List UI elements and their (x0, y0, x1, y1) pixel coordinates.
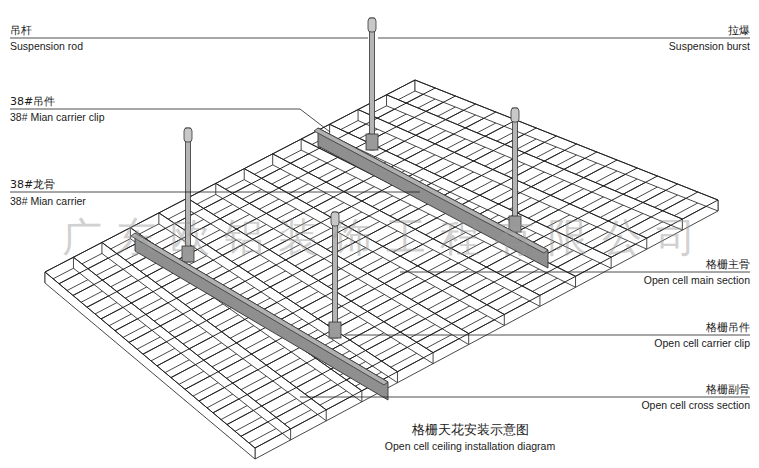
suspension-rods (182, 18, 521, 338)
watermark: 广东欧铝装饰工程有限公司 (62, 214, 710, 260)
grid-edge (171, 152, 597, 378)
grid-edge (199, 168, 637, 401)
grid-slat (387, 95, 683, 230)
suspension-rod (370, 18, 375, 150)
part-name: Open cell main section (644, 274, 750, 287)
grid-edge (213, 176, 657, 413)
grid-edge (73, 257, 290, 429)
caption: 格栅天花安装示意图 (412, 422, 529, 438)
leader-line (400, 272, 750, 273)
part-name: Open cell carrier clip (654, 337, 750, 350)
leader-line (10, 109, 330, 132)
grid-edge (185, 160, 617, 389)
part-name: Suspension rod (10, 40, 83, 53)
part-name: 38#龙骨 (10, 178, 55, 191)
expansion-bolt (184, 128, 192, 142)
expansion-bolt (368, 18, 376, 32)
grid-edge (87, 104, 476, 307)
part-name: 拉爆 (728, 24, 750, 37)
part-name: 吊杆 (10, 24, 32, 37)
grid-slat (415, 80, 718, 211)
leader-line (378, 38, 750, 39)
leader-line (300, 397, 750, 398)
part-name: 38#吊件 (10, 95, 55, 108)
part-name: Suspension burst (669, 40, 750, 53)
part-name: 38# Mian carrier (10, 195, 86, 208)
leader-lines (10, 38, 750, 397)
grid-slats (45, 80, 718, 459)
caption-english: Open cell ceiling installation diagram (385, 440, 555, 453)
part-name: 格栅副骨 (706, 383, 750, 396)
leader-line (10, 192, 420, 193)
grid-edges (45, 80, 718, 448)
carrier-clip (329, 322, 341, 338)
suspension-rod (513, 108, 518, 232)
main-carriers (131, 128, 548, 400)
carrier-clip (366, 134, 378, 150)
part-name: 格栅主骨 (706, 258, 750, 271)
expansion-bolt (511, 108, 519, 122)
part-name: Open cell cross section (641, 399, 750, 412)
leader-line (10, 38, 368, 39)
leader-line (345, 335, 750, 336)
grid-edge (415, 80, 718, 200)
grid-edge (73, 96, 455, 295)
part-name: 38# Mian carrier clip (10, 111, 105, 124)
part-name: 格栅吊件 (706, 321, 750, 334)
